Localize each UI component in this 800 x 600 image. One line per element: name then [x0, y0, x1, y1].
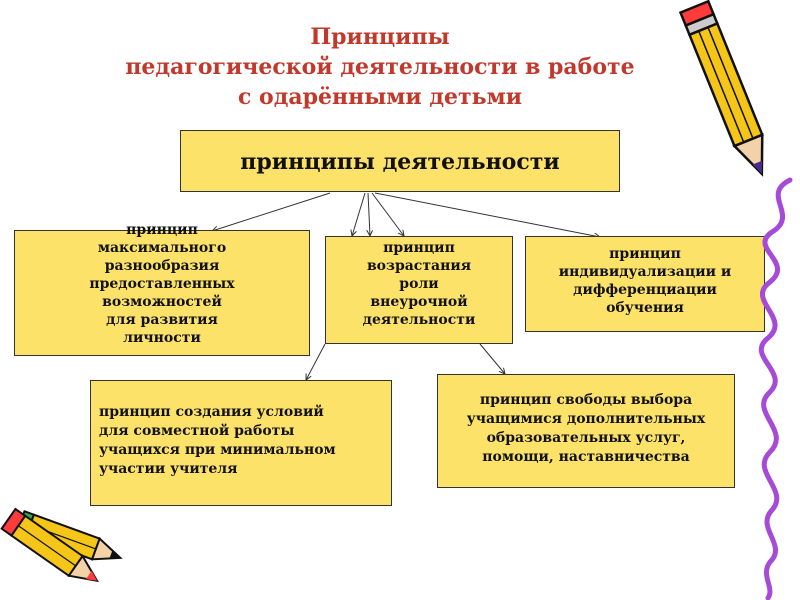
- principle-line: принцип свободы выбора: [479, 392, 693, 408]
- title-line-1: Принципы: [310, 24, 450, 50]
- arrow-to-p2a: [352, 192, 366, 236]
- principle-line: участии учителя: [99, 461, 238, 477]
- principle-line: индивидуализации и: [558, 264, 732, 280]
- principle-box-free-choice: принцип свободы выбора учащимися дополни…: [437, 374, 735, 488]
- arrow-to-p1: [212, 192, 331, 231]
- principles-main-box: принципы деятельности: [180, 130, 620, 192]
- principle-box-cooperation: принцип создания условий для совместной …: [90, 380, 392, 506]
- principle-line: для развития: [106, 312, 218, 328]
- principle-line: помощи, наставничества: [482, 449, 690, 465]
- pencil-icon: [678, 0, 764, 177]
- principle-line: предоставленных: [89, 276, 235, 292]
- arrow-to-p3: [374, 192, 600, 237]
- principle-line: принцип: [126, 222, 198, 238]
- principle-line: роли: [399, 276, 439, 292]
- principle-line: разнообразия: [104, 258, 220, 274]
- principle-box-variety: принцип максимального разнообразия предо…: [14, 222, 310, 356]
- arrow-to-p2c: [371, 192, 404, 236]
- principle-line: обучения: [606, 300, 684, 316]
- principle-line: учащихся при минимальном: [99, 442, 336, 458]
- principle-line: дифференциации: [573, 282, 717, 298]
- principle-box-extracurricular: принцип возрастания роли внеурочной деят…: [325, 236, 513, 344]
- principle-line: для совместной работы: [99, 423, 295, 439]
- principle-line: деятельности: [362, 312, 476, 328]
- arrow-to-p4: [306, 343, 326, 380]
- title-line-2: педагогической деятельности в работе: [125, 54, 635, 80]
- arrow-to-p5: [479, 343, 505, 374]
- page-title: Принципы педагогической деятельности в р…: [60, 22, 700, 112]
- principle-line: возрастания: [366, 258, 472, 274]
- principle-line: максимального: [97, 240, 227, 256]
- principle-line: внеурочной: [370, 294, 468, 310]
- principle-line: принцип создания условий: [99, 404, 324, 420]
- principle-line: образовательных услуг,: [486, 430, 686, 446]
- principle-box-individualization: принцип индивидуализации и дифференциаци…: [525, 236, 765, 332]
- principle-line: принцип: [383, 240, 455, 256]
- main-box-label: принципы деятельности: [240, 149, 560, 175]
- arrow-to-p2b: [368, 192, 370, 236]
- principle-line: личности: [123, 330, 201, 346]
- principle-line: принцип: [609, 246, 681, 262]
- pencils-icon: [0, 507, 123, 583]
- title-line-3: с одарёнными детьми: [237, 84, 523, 110]
- principle-line: учащимися дополнительных: [466, 411, 706, 427]
- principle-line: возможностей: [102, 294, 222, 310]
